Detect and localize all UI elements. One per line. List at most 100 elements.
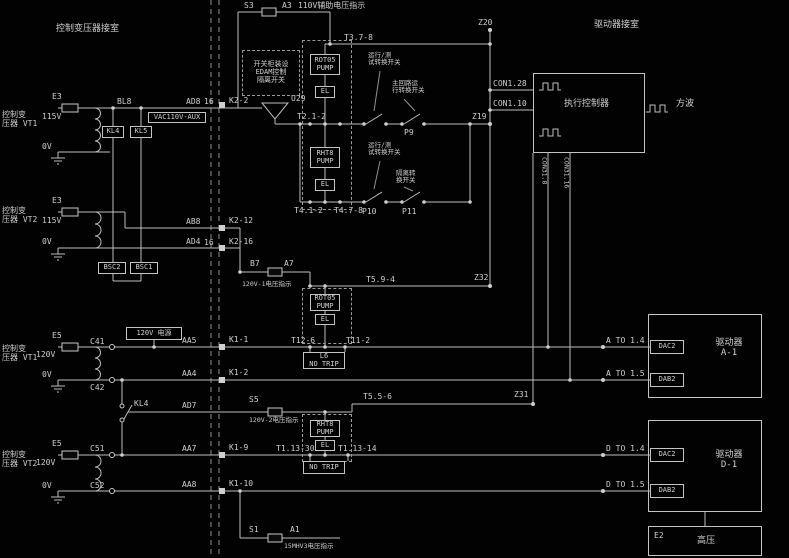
note-run-test-switch-1: 运行/测 试转换开关 xyxy=(368,51,401,67)
terminal-k1-1: K1-1 xyxy=(229,335,249,344)
indicator-15m-s1: S1 xyxy=(249,525,259,534)
wire-label-aa7: AA7 xyxy=(182,444,197,453)
pump-rht8-mid: RHT8 PUMP xyxy=(310,420,340,437)
point-t2-1-2: T2.1-2 xyxy=(297,112,326,121)
pump-rht8: RHT8 PUMP xyxy=(310,147,340,168)
controller-con31-8: CON31.8 xyxy=(540,157,549,185)
point-t1-13-30: T1.13-30 xyxy=(276,444,315,453)
transformer-zero-1: 0V xyxy=(42,142,52,151)
terminal-num-16b: 16 xyxy=(204,238,214,247)
transformer-name-3: 控制变 压器 VT1 xyxy=(2,344,38,363)
vac-aux-label-box: VAC110V-AUX xyxy=(148,112,206,123)
driver-a-dac2: DAC2 xyxy=(650,340,684,354)
terminal-k2-2: K2-2 xyxy=(229,96,249,105)
trip-box-no-trip: NO TRIP xyxy=(303,461,345,474)
cap-c51: C51 xyxy=(90,444,105,453)
point-p10: P10 xyxy=(362,207,377,216)
transformer-zero-4: 0V xyxy=(42,481,52,490)
point-t4-7-8: T4.7-8 xyxy=(334,206,363,215)
point-t5-5-6: T5.5-6 xyxy=(363,392,392,401)
wire-lines xyxy=(51,11,706,539)
room-title-right: 驱动器接室 xyxy=(594,20,640,30)
transformer-name-2: 控制变 压器 VT2 xyxy=(2,206,38,225)
relay-el-3: EL xyxy=(315,314,335,325)
transformer-zero-3: 0V xyxy=(42,370,52,379)
relay-kl5: KL5 xyxy=(130,126,152,138)
point-t12-6: T12-6 xyxy=(291,336,316,345)
wire-label-aa4: AA4 xyxy=(182,369,197,378)
node-z31: Z31 xyxy=(514,390,529,399)
hv-title: 高压 xyxy=(697,536,716,546)
transformer-primary-4: 120V xyxy=(36,458,56,467)
relay-el-2: EL xyxy=(315,179,335,191)
wire-label-ad8: AD8 xyxy=(186,97,201,106)
fuse-e5-2: E5 xyxy=(52,439,62,448)
route-a-to-1-4: A TO 1.4 xyxy=(606,336,645,345)
indicator-15m-label: 15MHV3电压指示 xyxy=(284,542,334,550)
transformer-primary-2: 115V xyxy=(42,216,62,225)
terminal-circles xyxy=(109,344,125,494)
controller-output-label: 方波 xyxy=(676,99,695,109)
point-t1-13-14: T1.13-14 xyxy=(338,444,377,453)
resistor-symbols xyxy=(61,7,283,543)
wire-label-bl8: BL8 xyxy=(117,97,132,106)
junction-dots xyxy=(111,28,605,493)
node-z20: Z20 xyxy=(478,18,493,27)
transformer-name-4: 控制变 压器 VT2 xyxy=(2,450,38,469)
terminal-k2-12: K2-12 xyxy=(229,216,254,225)
room-title-left: 控制变压器接室 xyxy=(56,24,120,34)
point-t11-2: T11-2 xyxy=(346,336,371,345)
relay-kl4: KL4 xyxy=(102,126,124,138)
indicator-15m-a1: A1 xyxy=(290,525,300,534)
fuse-e3-2: E3 xyxy=(52,196,62,205)
point-t4-1-2: T4.1-2 xyxy=(294,206,323,215)
transformer-primary-3: 120V xyxy=(36,350,56,359)
terminal-k1-10: K1-10 xyxy=(229,479,254,488)
indicator-120v1-label: 120V-1电压指示 xyxy=(242,280,292,288)
point-t5-9-4: T5.9-4 xyxy=(366,275,395,284)
driver-d-dab2: DAB2 xyxy=(650,484,684,498)
wire-label-ab8: AB8 xyxy=(186,217,201,226)
driver-a-box xyxy=(648,314,762,398)
driver-d-box xyxy=(648,420,762,512)
indicator-110v-a3: A3 xyxy=(282,1,292,10)
driver-a-dab2: DAB2 xyxy=(650,373,684,387)
controller-box xyxy=(533,73,645,153)
cap-c52: C52 xyxy=(90,481,105,490)
point-t3-7-8: T3.7-8 xyxy=(344,33,373,42)
pump-rot05-mid: ROT05 PUMP xyxy=(310,294,340,311)
transformer-primary-1: 115V xyxy=(42,112,62,121)
driver-d-name: 驱动器 D-1 xyxy=(715,450,743,471)
route-d-to-1-5: D TO 1.5 xyxy=(606,480,645,489)
relay-el-1: EL xyxy=(315,86,335,98)
controller-con1-28: CON1.28 xyxy=(493,79,527,88)
route-a-to-1-5: A TO 1.5 xyxy=(606,369,645,378)
hv-box xyxy=(648,526,762,556)
controller-con31-16: CON31.16 xyxy=(562,157,571,189)
transformer-zero-2: 0V xyxy=(42,237,52,246)
trip-box-l6: L6 NO TRIP xyxy=(303,352,345,369)
pump-enclosure-top xyxy=(302,40,352,210)
note-run-test-switch-2: 运行/测 试转换开关 xyxy=(368,141,401,157)
indicator-120v2-label: 120V-2电压指示 xyxy=(249,416,299,424)
fuse-e5-1: E5 xyxy=(52,331,62,340)
indicator-120v1-a7: A7 xyxy=(284,259,294,268)
indicator-110v-s3: S3 xyxy=(244,1,254,10)
pump-enclosure-mid1 xyxy=(302,288,352,344)
controller-title: 执行控制器 xyxy=(564,99,610,109)
wire-label-aa5: AA5 xyxy=(182,336,197,345)
point-p9: P9 xyxy=(404,128,414,137)
note-isolate-switch: 隔离转 换开关 xyxy=(396,169,416,185)
note-cabinet-box: 开关柜装设 EDAM控制 隔离开关 xyxy=(242,50,300,96)
wire-label-ad7: AD7 xyxy=(182,401,197,410)
terminal-k1-2: K1-2 xyxy=(229,368,249,377)
node-u29: U29 xyxy=(291,94,306,103)
cap-c41: C41 xyxy=(90,337,105,346)
indicator-110v-label: 110V辅助电压指示 xyxy=(298,1,366,10)
indicator-120v1-b7: B7 xyxy=(250,259,260,268)
route-d-to-1-4: D TO 1.4 xyxy=(606,444,645,453)
terminal-k1-9: K1-9 xyxy=(229,443,249,452)
room-partition-lines xyxy=(210,0,220,558)
